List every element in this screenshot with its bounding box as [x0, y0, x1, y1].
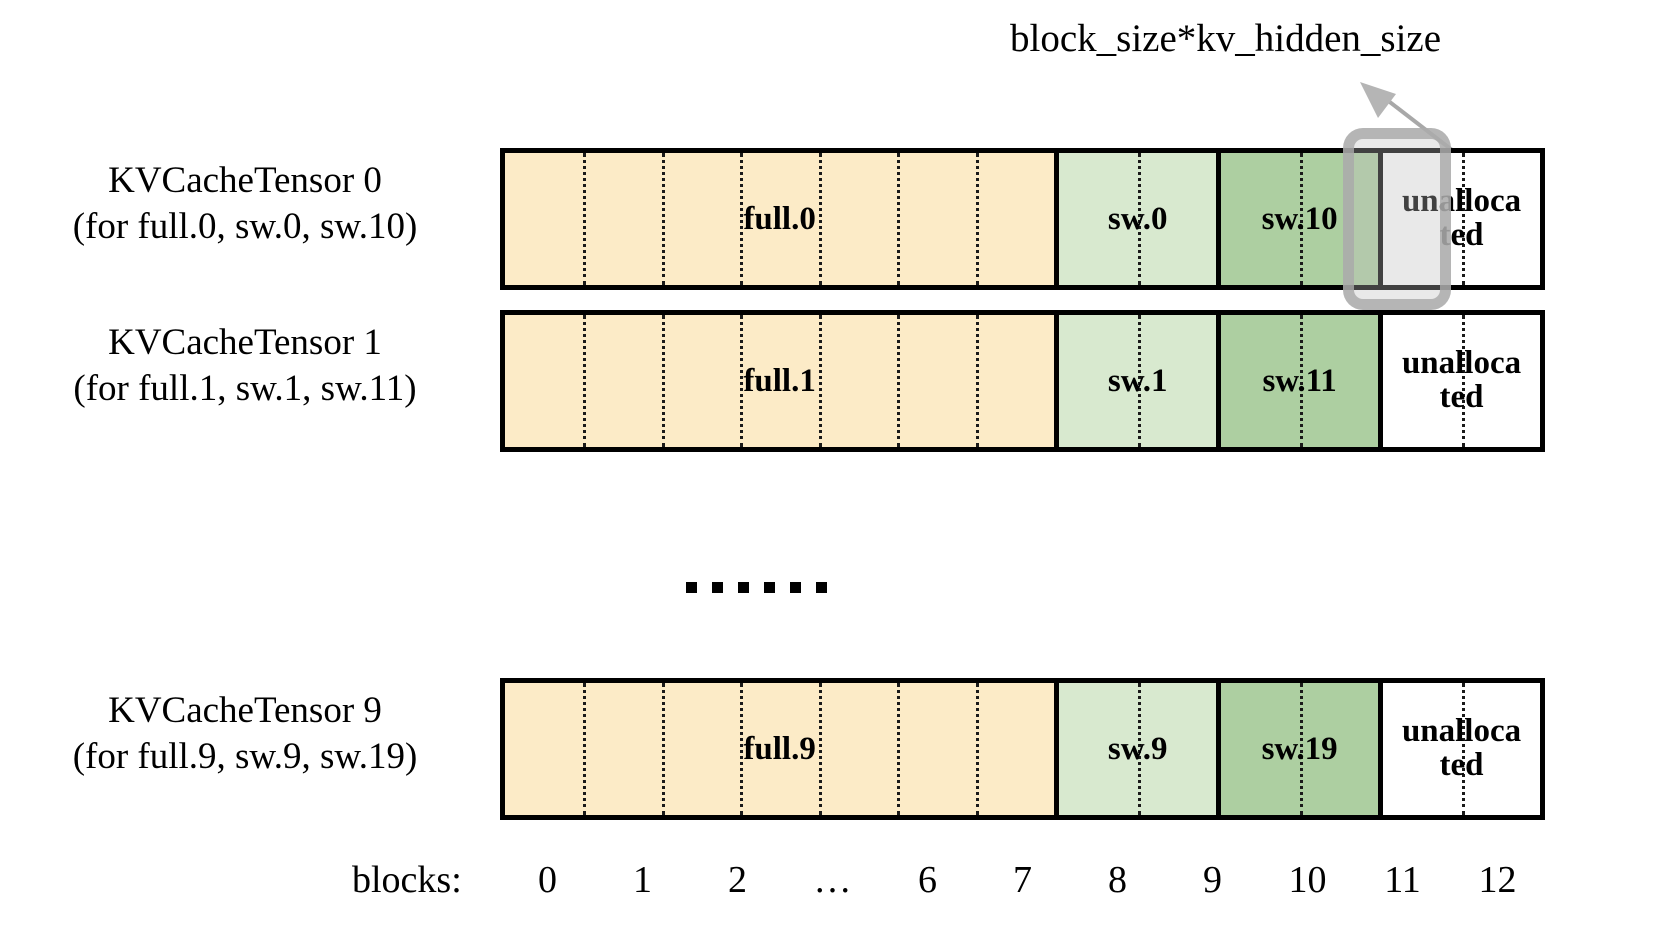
row-label-2-line1: KVCacheTensor 9 [108, 690, 382, 731]
axis-tick: 1 [633, 859, 652, 901]
segment-label: full.9 [743, 730, 816, 767]
axis-tick: 12 [1478, 859, 1517, 901]
ellipsis-dot [790, 582, 801, 593]
segment-label: sw.0 [1107, 200, 1168, 237]
ellipsis-dot [764, 582, 775, 593]
axis-tick: 8 [1108, 859, 1127, 901]
segment-sw-dark-1: sw.11 [1216, 315, 1379, 447]
segment-sw-light-0: sw.0 [1054, 153, 1217, 285]
axis-tick: 11 [1384, 859, 1421, 901]
segment-label: full.1 [743, 362, 816, 399]
segment-label: sw.19 [1261, 730, 1338, 767]
row-label-1: KVCacheTensor 1 (for full.1, sw.1, sw.11… [10, 320, 480, 412]
block-highlight-rect [1343, 128, 1451, 310]
segment-label: full.0 [743, 200, 816, 237]
segment-sw-light-1: sw.1 [1054, 315, 1217, 447]
axis-title: blocks: [352, 859, 462, 901]
axis-tick: 10 [1288, 859, 1327, 901]
axis-tick: 7 [1013, 859, 1032, 901]
segment-label: sw.9 [1107, 730, 1168, 767]
callout-label: block_size*kv_hidden_size [1010, 17, 1442, 60]
blocks-axis: blocks: 0 1 2 … 6 7 8 9 10 11 12 [0, 858, 1676, 918]
axis-tick: … [813, 859, 852, 901]
ellipsis-dot [686, 582, 697, 593]
row-label-0-line2: (for full.0, sw.0, sw.10) [72, 205, 418, 247]
segment-full-1: full.1 [505, 315, 1055, 447]
segment-sw-dark-9: sw.19 [1216, 683, 1379, 815]
row-label-2-line2: (for full.9, sw.9, sw.19) [72, 735, 418, 777]
segment-label: sw.10 [1261, 200, 1338, 237]
row-label-2: KVCacheTensor 9 (for full.9, sw.9, sw.19… [10, 688, 480, 780]
row-label-1-line2: (for full.1, sw.1, sw.11) [73, 367, 417, 409]
axis-tick: 2 [728, 859, 747, 901]
row-label-0: KVCacheTensor 0 (for full.0, sw.0, sw.10… [10, 158, 480, 250]
segment-label: sw.11 [1262, 362, 1337, 399]
row-label-1-line1: KVCacheTensor 1 [108, 322, 382, 363]
axis-tick: 9 [1203, 859, 1222, 901]
segment-label: sw.1 [1107, 362, 1168, 399]
vertical-ellipsis [686, 582, 827, 593]
ellipsis-dot [738, 582, 749, 593]
row-label-0-line1: KVCacheTensor 0 [108, 160, 382, 201]
axis-ticks: 0 1 2 … 6 7 8 9 10 11 12 [500, 858, 1545, 902]
ellipsis-dot [816, 582, 827, 593]
segment-sw-light-9: sw.9 [1054, 683, 1217, 815]
ellipsis-dot [712, 582, 723, 593]
axis-tick: 6 [918, 859, 937, 901]
segment-full-0: full.0 [505, 153, 1055, 285]
axis-tick: 0 [538, 859, 557, 901]
segment-full-9: full.9 [505, 683, 1055, 815]
